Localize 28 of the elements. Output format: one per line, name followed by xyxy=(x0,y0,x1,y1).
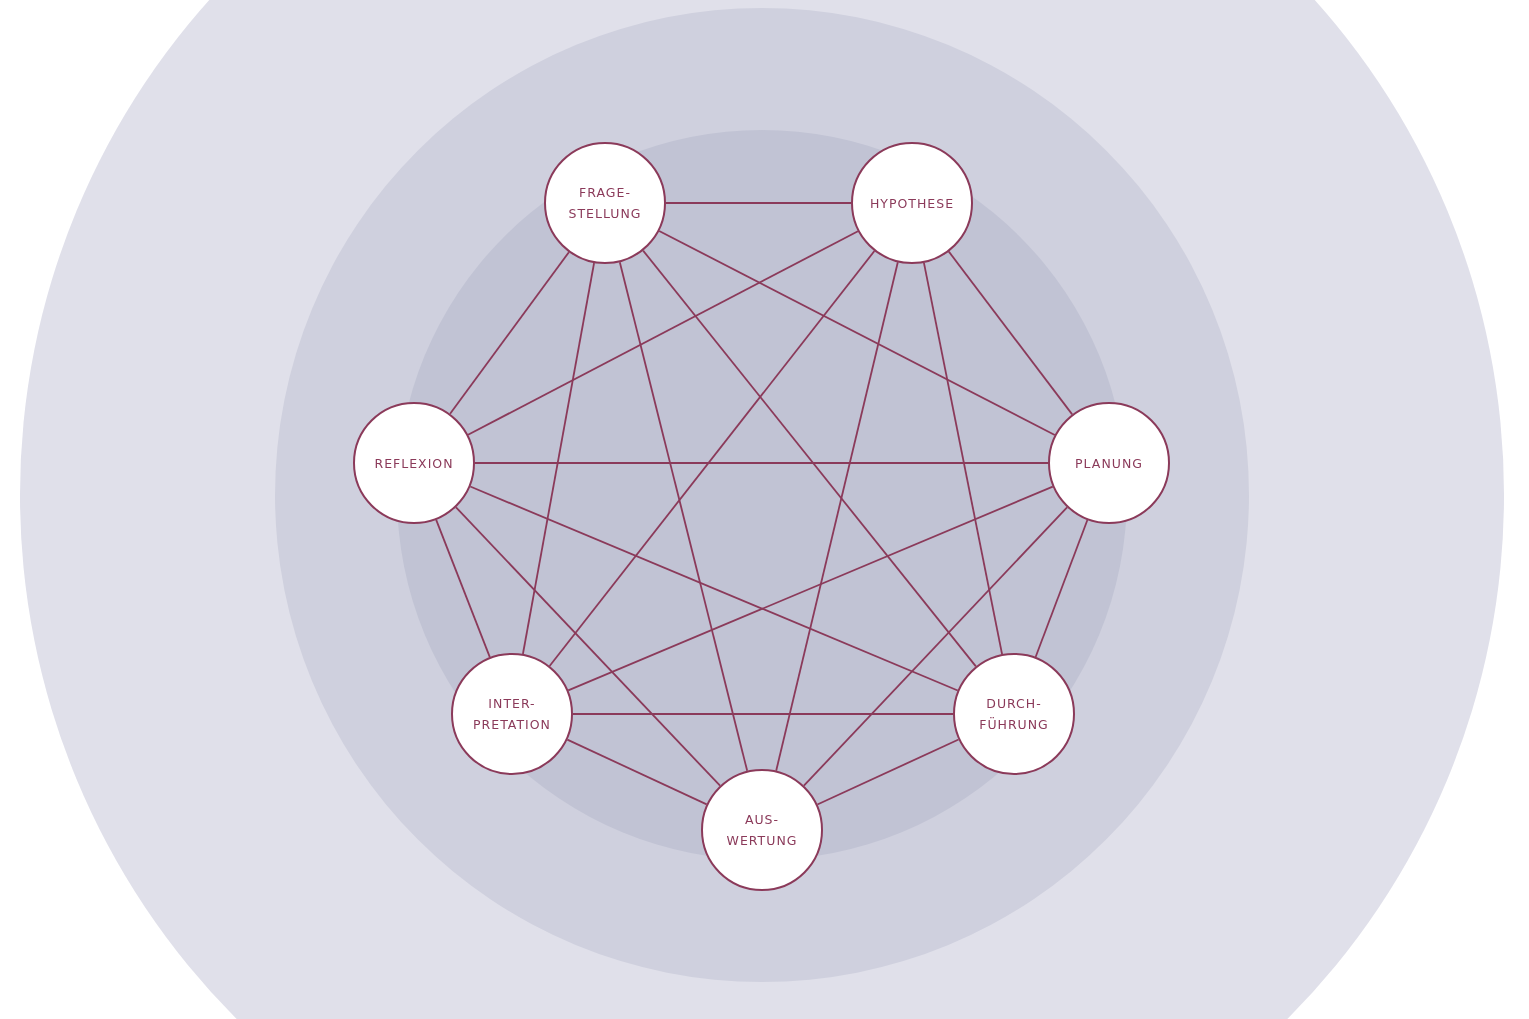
node-label: PLANUNG xyxy=(1074,454,1144,473)
node-label: REFLEXION xyxy=(373,454,455,473)
connector-line xyxy=(947,250,1074,416)
node-label: AUS- WERTUNG xyxy=(725,811,799,850)
node-label: INTER- PRETATION xyxy=(472,695,552,734)
connector-line xyxy=(923,261,1003,656)
connector-line xyxy=(435,518,491,659)
connector-line xyxy=(803,506,1068,787)
connector-line xyxy=(469,485,959,692)
connector-line xyxy=(474,462,1049,464)
connector-line xyxy=(548,250,876,667)
node-label: FRAGE- STELLUNG xyxy=(567,184,643,223)
connector-line xyxy=(449,251,570,415)
connector-line xyxy=(567,485,1054,692)
connector-line xyxy=(658,230,1056,436)
connector-line xyxy=(642,249,977,668)
connector-line xyxy=(665,202,852,204)
connector-line xyxy=(1034,519,1089,658)
connector-line xyxy=(572,713,954,715)
connector-line xyxy=(467,230,859,436)
connector-line xyxy=(522,262,595,655)
connector-line xyxy=(455,506,721,787)
node-label: DURCH- FÜHRUNG xyxy=(978,695,1050,734)
connector-line xyxy=(775,261,899,772)
connector-line xyxy=(816,738,960,806)
connector-line xyxy=(566,738,708,806)
connector-line xyxy=(618,261,749,772)
node-label: HYPOTHESE xyxy=(868,194,956,213)
